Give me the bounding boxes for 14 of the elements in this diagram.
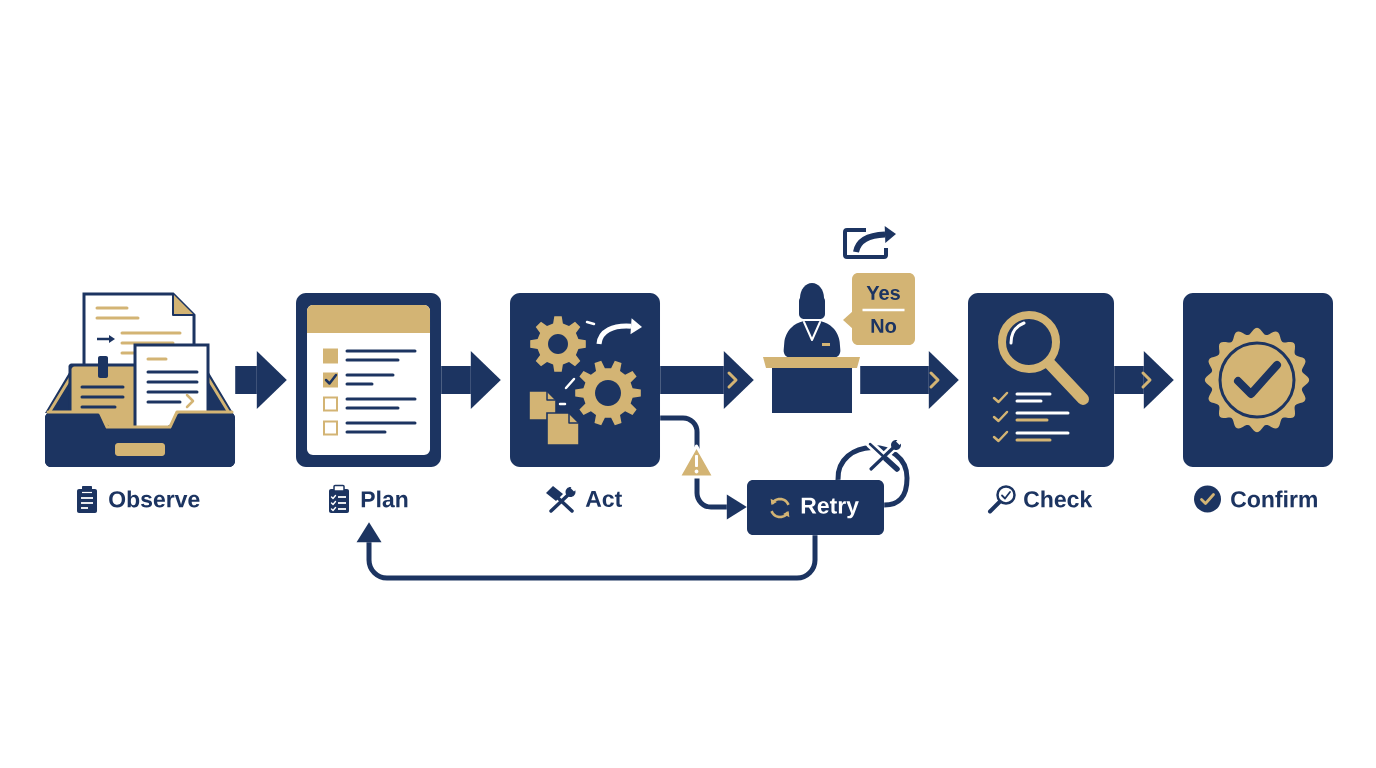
block-arrow xyxy=(235,351,287,409)
block-arrow xyxy=(860,351,959,409)
arrow xyxy=(660,415,747,520)
process-box: Retry xyxy=(747,480,884,535)
step-label: Check xyxy=(1024,490,1093,508)
step-label: Plan xyxy=(361,490,408,508)
step-label: Observe xyxy=(109,490,200,508)
step-label: Confirm xyxy=(1231,490,1317,508)
block-arrow xyxy=(441,351,501,409)
block-arrow xyxy=(660,351,754,409)
person-at-podium xyxy=(763,283,860,413)
step-label: Act xyxy=(585,490,622,507)
arrow xyxy=(356,522,818,581)
block-arrow xyxy=(1114,351,1174,409)
